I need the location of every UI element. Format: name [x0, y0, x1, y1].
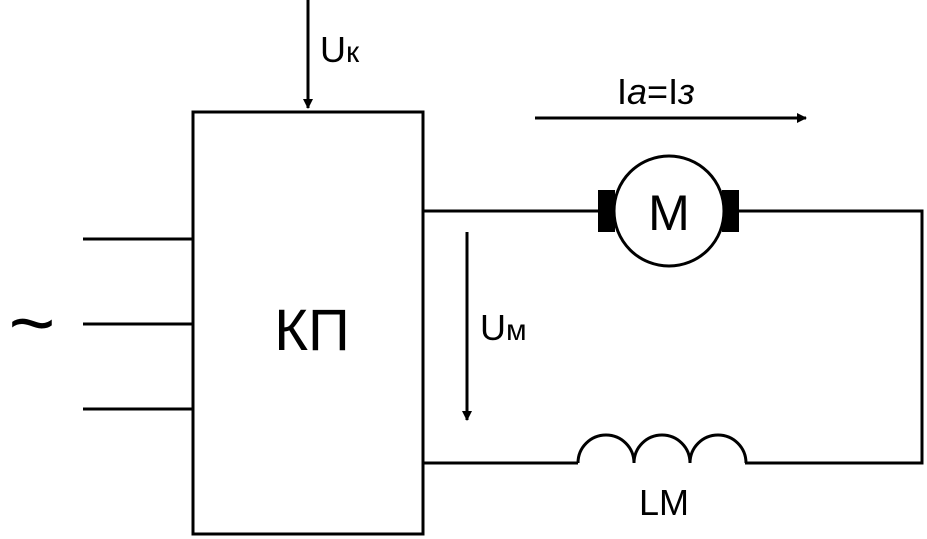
current-label: Iа=Iз: [617, 71, 695, 112]
current-sub-a: а: [627, 71, 647, 112]
current-eq: =I: [647, 71, 678, 112]
inductor-label: LМ: [639, 482, 689, 523]
control-voltage-label: Uк: [320, 29, 360, 70]
motor-voltage-label: Uм: [480, 307, 527, 348]
converter-label: КП: [274, 298, 349, 363]
ac-symbol: ~: [9, 278, 56, 367]
motor-voltage-sub: м: [506, 314, 527, 347]
motor-symbol: [612, 154, 726, 268]
motor-label: М: [648, 185, 690, 241]
current-sub-z: з: [677, 71, 695, 112]
control-voltage-main: U: [320, 29, 346, 70]
inductor-coil: [576, 433, 748, 464]
control-voltage-sub: к: [346, 36, 360, 69]
motor-brush-left: [598, 190, 615, 232]
wire-right-loop: [739, 209, 924, 465]
motor-brush-right: [722, 190, 739, 232]
current-main: I: [617, 71, 627, 112]
motor-voltage-main: U: [480, 307, 506, 348]
